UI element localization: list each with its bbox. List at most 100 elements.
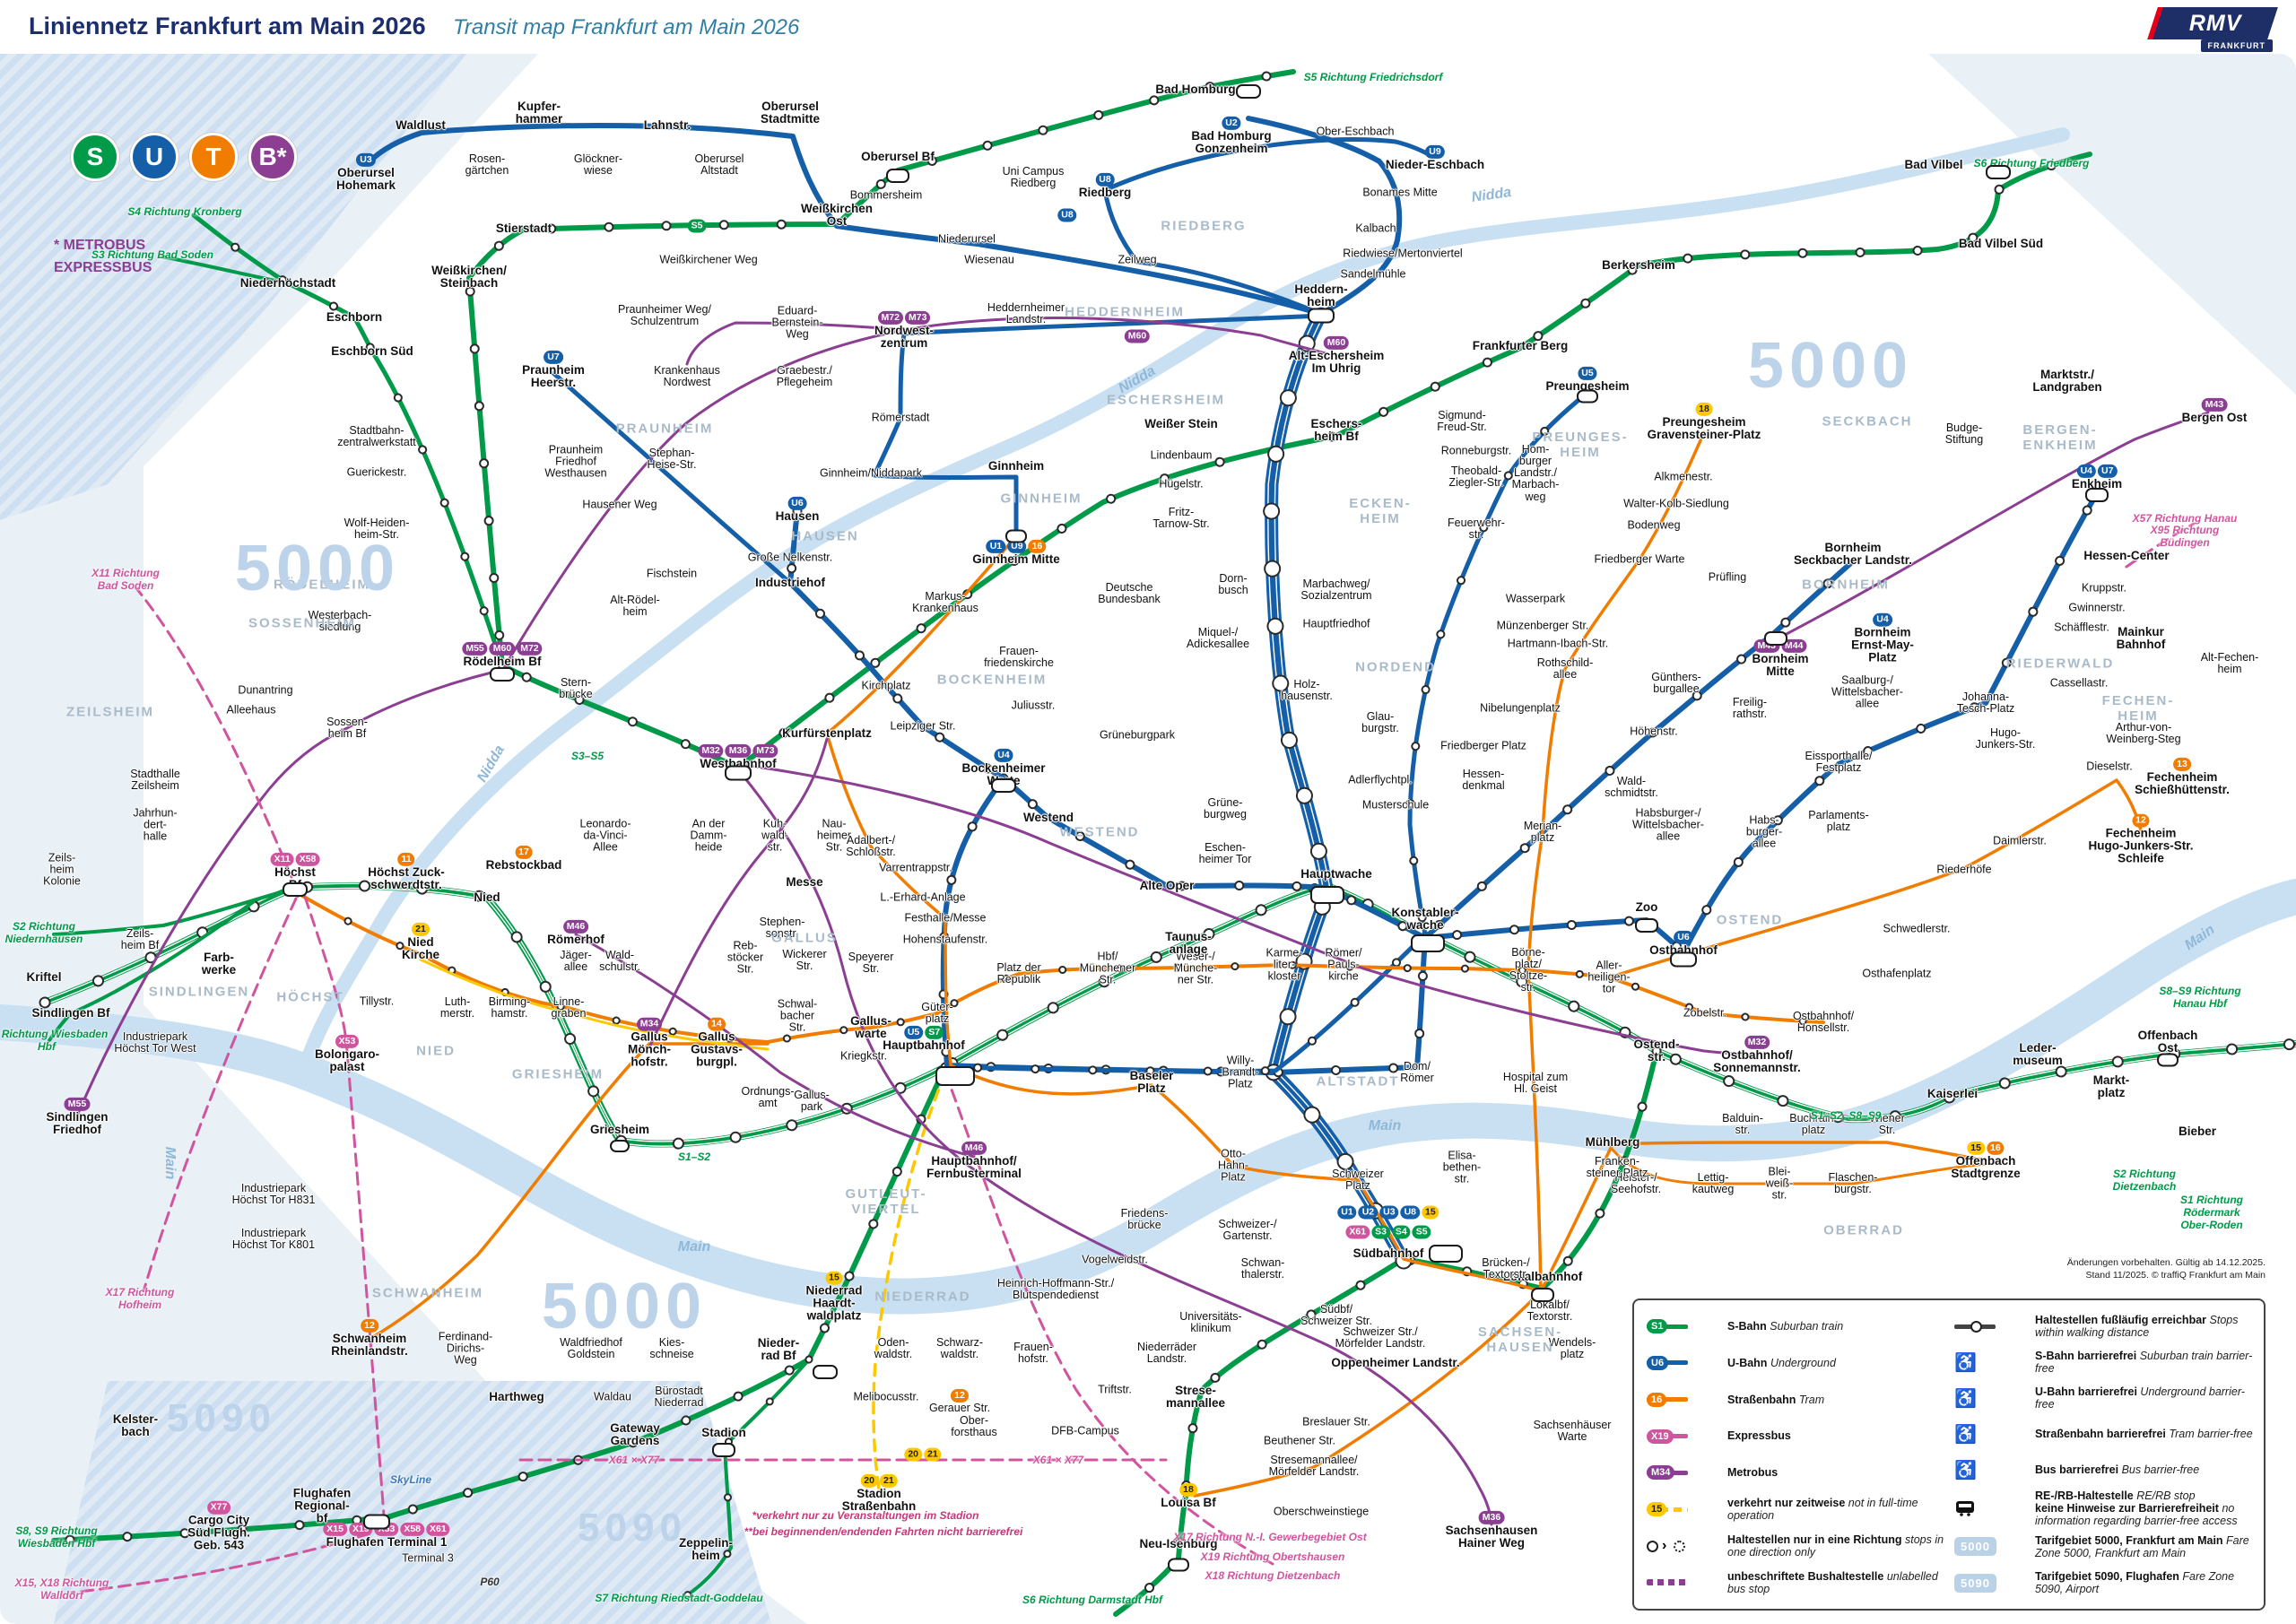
legend-symbol-unlabelled xyxy=(1641,1579,1727,1586)
legend-text: Expressbus xyxy=(1727,1429,1791,1443)
station-dot xyxy=(1112,1047,1660,1618)
transit-line xyxy=(944,1071,1274,1566)
legend-row: ♿ S-Bahn barrierefrei Suburban train barr… xyxy=(1949,1345,2257,1379)
legend-text: U-Bahn barrierefrei Underground barrier-… xyxy=(2035,1385,2245,1411)
transit-line xyxy=(1193,430,1706,1498)
river xyxy=(298,127,2070,1074)
legend-text: Straßenbahn Tram xyxy=(1727,1393,1825,1406)
transit-line xyxy=(574,933,976,1159)
transit-line xyxy=(950,390,1590,1074)
rmv-logo-frankfurt-tag: FRANKFURT xyxy=(2200,39,2273,52)
legend-text: S-Bahn Suburban train xyxy=(1727,1319,1844,1333)
station-dot xyxy=(735,151,2093,771)
legend-symbol-wc: ♿ xyxy=(1954,1424,1977,1445)
legend-symbol-oneway: › xyxy=(1641,1538,1727,1554)
rmv-logo-text: RMV xyxy=(2188,10,2242,36)
legend-text: verkehrt nur zeitweise not in full-time … xyxy=(1727,1496,1918,1523)
transit-line xyxy=(1607,778,2143,979)
legend-text: Tarifgebiet 5000, Frankfurt am Main Fare… xyxy=(2035,1533,2249,1559)
map-region xyxy=(54,1381,771,1624)
transit-line xyxy=(739,771,1493,1526)
legend-row: ♿ Bus barrierefrei Bus barrier-free xyxy=(1949,1454,2257,1488)
legend-symbol-line-16: 16 xyxy=(1641,1392,1727,1407)
legend-symbol-zone: 5090 xyxy=(1949,1573,2035,1593)
transit-line xyxy=(303,895,386,1517)
legend-symbol-wc: ♿ xyxy=(1954,1388,1977,1409)
legend-row: Haltestellen fußläufig erreichbar Stops … xyxy=(1949,1309,2257,1343)
transit-line xyxy=(365,123,1324,317)
legend-text: Metrobus xyxy=(1727,1466,1779,1480)
transit-line xyxy=(1102,136,1434,317)
legend-text: Straßenbahn barrierefrei Tram barrier-fr… xyxy=(2035,1428,2253,1441)
transit-line xyxy=(1783,411,2210,637)
transit-line xyxy=(296,891,1825,1044)
line-stripe xyxy=(44,887,2296,1147)
transit-line xyxy=(949,1064,1987,1293)
transit-line xyxy=(872,1071,947,1490)
transit-line xyxy=(551,370,793,586)
validity-note: Änderungen vorbehalten. Gültig ab 14.12.… xyxy=(1871,1257,2266,1281)
station-dot-ring xyxy=(679,1355,813,1602)
transit-line xyxy=(1246,116,1403,317)
station-dot xyxy=(465,68,1297,771)
transit-line xyxy=(160,255,290,285)
transit-line xyxy=(419,958,770,1051)
legend-symbol-line-15: 15 xyxy=(1641,1502,1727,1517)
map-region xyxy=(0,54,466,520)
transit-line xyxy=(685,321,906,366)
transit-line xyxy=(70,1526,389,1594)
line-stripe xyxy=(1267,313,1401,1262)
legend-symbol-wc: ♿ xyxy=(1954,1352,1977,1373)
page-title: Liniennetz Frankfurt am Main 2026 xyxy=(29,13,426,39)
station-dot-ring xyxy=(1263,305,1413,1270)
legend-text: S-Bahn barrierefrei Suburban train barri… xyxy=(2035,1349,2253,1376)
transit-line xyxy=(736,762,1755,1056)
legend-column-right: Haltestellen fußläufig erreichbar Stops … xyxy=(1949,1309,2257,1600)
legend-text: Bus barrierefrei Bus barrier-free xyxy=(2035,1463,2200,1477)
mode-icon-tram: T xyxy=(189,133,238,181)
river xyxy=(0,879,2296,1315)
transit-line xyxy=(2125,522,2196,569)
validity-note-line2: Stand 11/2025. © traffiQ Frankfurt am Ma… xyxy=(2085,1269,2266,1281)
legend-row: unbeschriftete Bushaltestelle unlabelled… xyxy=(1641,1566,1949,1600)
legend-row: ›Haltestellen nur in eine Richtung stops… xyxy=(1641,1529,1949,1563)
transit-line xyxy=(370,1042,770,1340)
station-dot xyxy=(940,558,1857,1076)
legend-symbol-line-m34: M34 xyxy=(1641,1465,1727,1481)
legend-text: Tarifgebiet 5090, Flughafen Fare Zone 50… xyxy=(2035,1569,2235,1595)
transit-line xyxy=(191,213,505,668)
transit-line xyxy=(41,881,2296,1148)
transit-line xyxy=(500,317,1327,673)
transit-line xyxy=(1611,1148,1987,1185)
legend-symbol-re xyxy=(1949,1500,2035,1516)
legend-text: Haltestellen fußläufig erreichbar Stops … xyxy=(2035,1313,2239,1339)
page-subtitle: Transit map Frankfurt am Main 2026 xyxy=(453,15,800,39)
transit-line xyxy=(75,671,493,1117)
legend-text: U-Bahn Underground xyxy=(1727,1356,1836,1369)
legend-symbol-zone: 5000 xyxy=(1949,1537,2035,1557)
legend-symbol-line-x19: X19 xyxy=(1641,1429,1727,1444)
legend-symbol-wc: ♿ xyxy=(1954,1461,1977,1481)
map-region xyxy=(144,54,2296,1624)
transit-line xyxy=(135,586,293,879)
transit-line xyxy=(48,900,255,1042)
transit-line xyxy=(52,886,297,936)
transit-line xyxy=(648,737,829,1049)
line-stripe xyxy=(44,882,2296,1142)
legend-row: ♿ U-Bahn barrierefrei Underground barrier… xyxy=(1949,1381,2257,1415)
legend-text: Haltestellen nur in eine Richtung stops … xyxy=(1727,1533,1944,1559)
legend-text: unbeschriftete Bushaltestelle unlabelled… xyxy=(1727,1569,1938,1595)
mode-icon-ubahn: U xyxy=(130,133,178,181)
transit-line xyxy=(51,1064,948,1543)
